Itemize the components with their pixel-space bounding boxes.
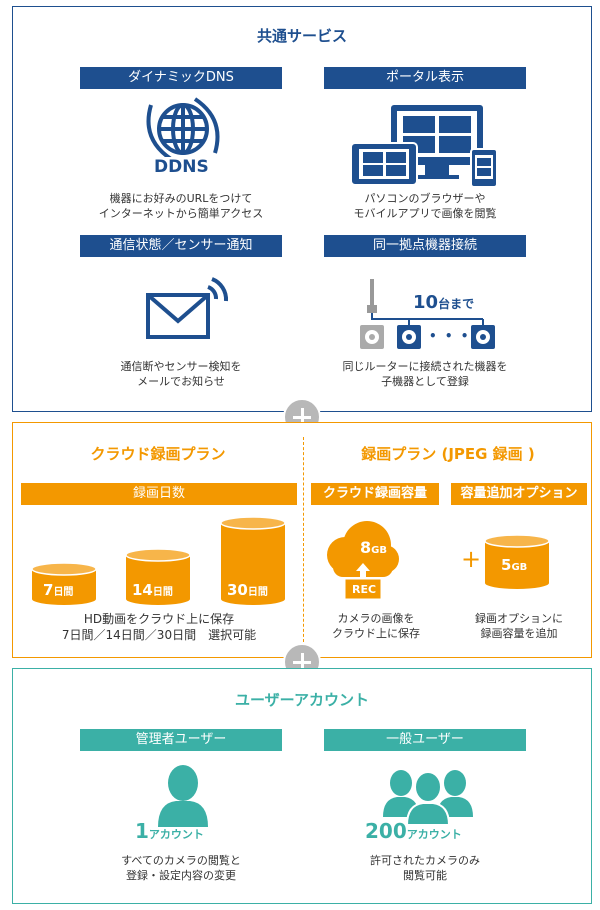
capacity-description: カメラの画像を クラウド上に保存	[332, 612, 420, 640]
option-cylinder	[484, 534, 550, 589]
recording-days-label: 録画日数	[21, 483, 297, 505]
connected-devices-icon	[360, 279, 495, 349]
general-account-count: 200アカウント	[365, 819, 462, 843]
add-plus-sign: +	[461, 545, 482, 573]
multi-device-label: 同一拠点機器接続	[324, 235, 526, 257]
general-user-label: 一般ユーザー	[324, 729, 526, 751]
mail-icon	[146, 277, 229, 339]
cylinder-7-days: 7日間	[43, 581, 74, 599]
recording-plans-panel: クラウド録画プラン 録画日数 7日間 14日間 30日間 HD動画をクラウド上に…	[12, 422, 592, 658]
user-icon	[158, 765, 208, 827]
users-group-icon	[383, 770, 473, 826]
user-accounts-title: ユーザーアカウント	[234, 691, 370, 709]
ddns-description: 機器にお好みのURLをつけて インターネットから簡単アクセス	[98, 192, 264, 220]
ddns-label: ダイナミックDNS	[80, 67, 282, 89]
portal-label: ポータル表示	[324, 67, 526, 89]
admin-account-count: 1アカウント	[135, 819, 204, 843]
ddns-logo-text: DDNS	[151, 157, 212, 177]
admin-user-label: 管理者ユーザー	[80, 729, 282, 751]
device-count: 10台まで	[413, 292, 475, 313]
common-services-title: 共通サービス	[256, 27, 347, 45]
cylinder-30-days: 30日間	[227, 581, 268, 599]
storage-cylinders	[31, 516, 286, 605]
portal-description: パソコンのブラウザーや モバイルアプリで画像を閲覧	[353, 192, 497, 220]
common-services-panel: 共通サービス ダイナミックDNS DDNS 機器にお好みのURLをつけて インタ…	[12, 6, 592, 412]
cloud-icon	[327, 521, 399, 600]
capacity-option-label: 容量追加オプション	[451, 483, 587, 505]
cloud-capacity-label: クラウド録画容量	[311, 483, 439, 505]
cloud-capacity-value: 8GB	[360, 538, 387, 557]
user-accounts-panel: ユーザーアカウント 管理者ユーザー 1アカウント すべてのカメラの閲覧と 登録・…	[12, 668, 592, 904]
cloud-plan-title: クラウド録画プラン	[90, 445, 226, 463]
cylinder-14-days: 14日間	[132, 581, 173, 599]
admin-description: すべてのカメラの閲覧と 登録・設定内容の変更	[121, 854, 241, 882]
general-description: 許可されたカメラのみ 閲覧可能	[370, 854, 480, 882]
rec-badge: REC	[352, 583, 377, 596]
devices-icon	[350, 105, 498, 188]
option-description: 録画オプションに 録画容量を追加	[475, 612, 563, 640]
notify-label: 通信状態／センサー通知	[80, 235, 282, 257]
plan-divider	[303, 437, 304, 647]
globe-icon	[146, 97, 220, 161]
option-capacity-value: 5GB	[501, 556, 528, 574]
ellipsis-dots: • • •	[429, 329, 471, 343]
jpeg-plan-title: 録画プラン (JPEG 録画 )	[361, 445, 535, 463]
cloud-plan-description: HD動画をクラウド上に保存 7日間／14日間／30日間 選択可能	[61, 612, 257, 642]
multi-device-description: 同じルーターに接続された機器を 子機器として登録	[342, 360, 508, 388]
notify-description: 通信断やセンサー検知を メールでお知らせ	[120, 360, 242, 388]
